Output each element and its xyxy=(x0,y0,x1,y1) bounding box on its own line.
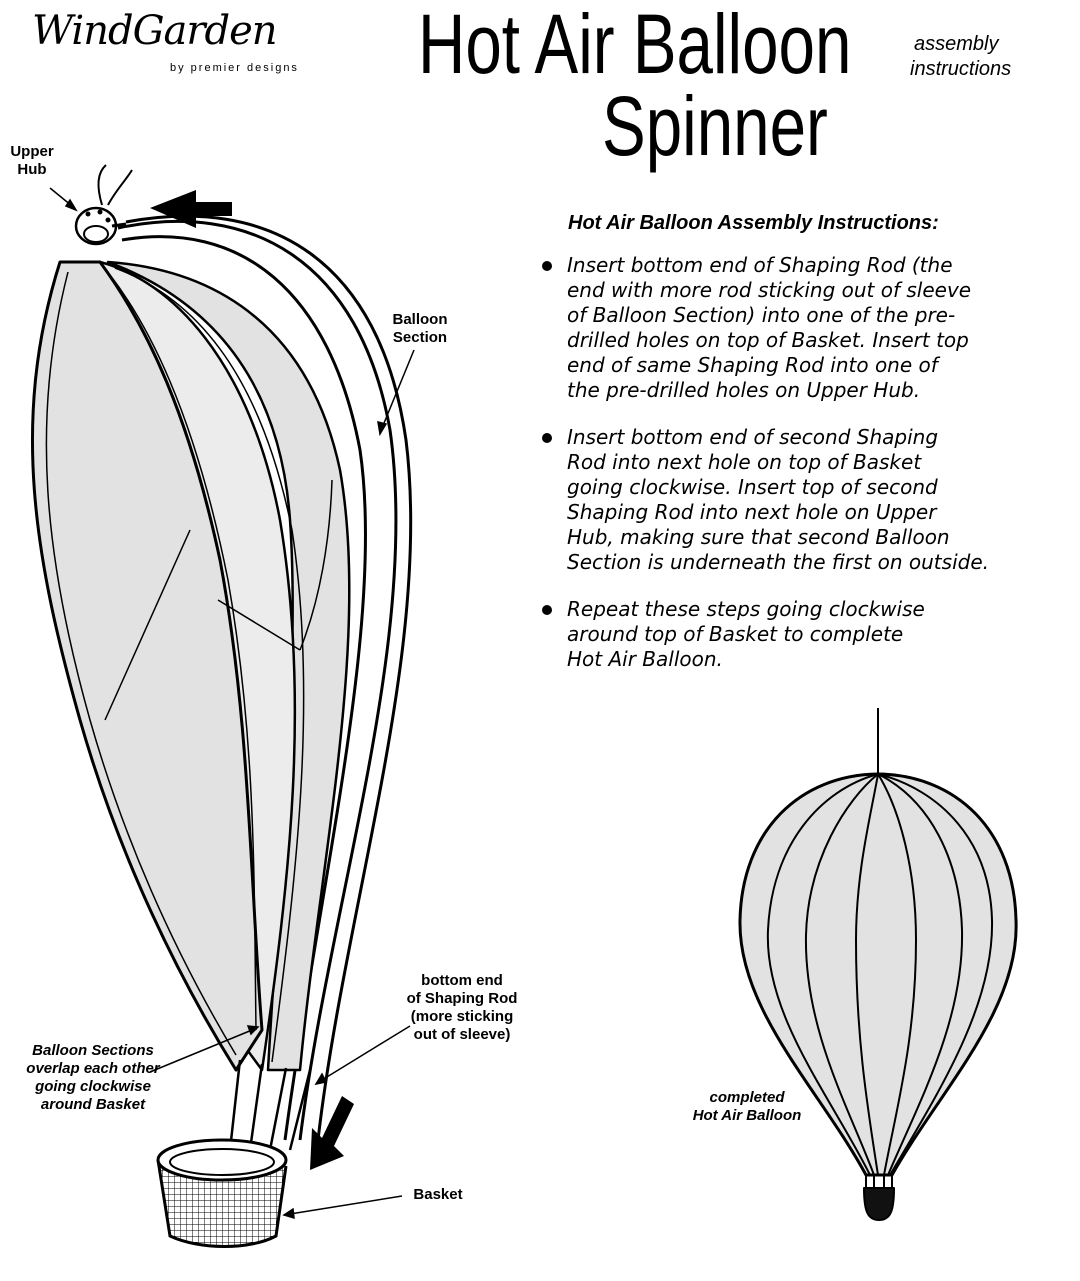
instructions-section: Hot Air Balloon Assembly Instructions: I… xyxy=(542,212,1072,694)
upper-hub-icon xyxy=(74,164,133,246)
bullet-icon xyxy=(542,605,552,615)
instruction-step: Insert bottom end of Shaping Rod (the en… xyxy=(542,253,1072,403)
instruction-step: Insert bottom end of second Shaping Rod … xyxy=(542,425,1072,575)
label-basket: Basket xyxy=(413,1186,463,1203)
page-title-line2: Spinner xyxy=(602,79,828,173)
label-upper-hub: Upper Hub xyxy=(10,143,54,178)
leader-lines xyxy=(49,187,415,1220)
basket-icon xyxy=(156,1138,288,1248)
instruction-step-text: Insert bottom end of Shaping Rod (the en… xyxy=(567,253,972,402)
brand-logo: WindGarden xyxy=(32,8,278,54)
subtitle-line1: assembly xyxy=(914,33,999,55)
completed-balloon-diagram xyxy=(738,708,1018,1221)
bullet-icon xyxy=(542,261,552,271)
arrow-left-icon xyxy=(150,190,232,228)
subtitle-line2: instructions xyxy=(910,58,1012,80)
instructions-heading: Hot Air Balloon Assembly Instructions: xyxy=(568,212,939,234)
arrow-down-left-icon xyxy=(310,1096,354,1170)
balloon-section-panel xyxy=(31,260,264,1072)
bullet-icon xyxy=(542,433,552,443)
page-title: Hot Air Balloon xyxy=(418,0,852,91)
instruction-step-text: Insert bottom end of second Shaping Rod … xyxy=(567,425,989,574)
brand-tagline: by premier designs xyxy=(170,62,299,74)
balloon-section-panel xyxy=(106,260,351,1072)
label-sections-overlap: Balloon Sections overlap each other goin… xyxy=(26,1042,160,1113)
instruction-step: Repeat these steps going clockwise aroun… xyxy=(542,597,1072,672)
label-balloon-section: Balloon Section xyxy=(392,311,448,346)
label-bottom-end-shaping-rod: bottom end of Shaping Rod (more sticking… xyxy=(406,972,518,1043)
instruction-step-text: Repeat these steps going clockwise aroun… xyxy=(567,597,925,671)
exploded-balloon-diagram xyxy=(31,214,413,1151)
label-completed-balloon: completed Hot Air Balloon xyxy=(692,1089,802,1124)
